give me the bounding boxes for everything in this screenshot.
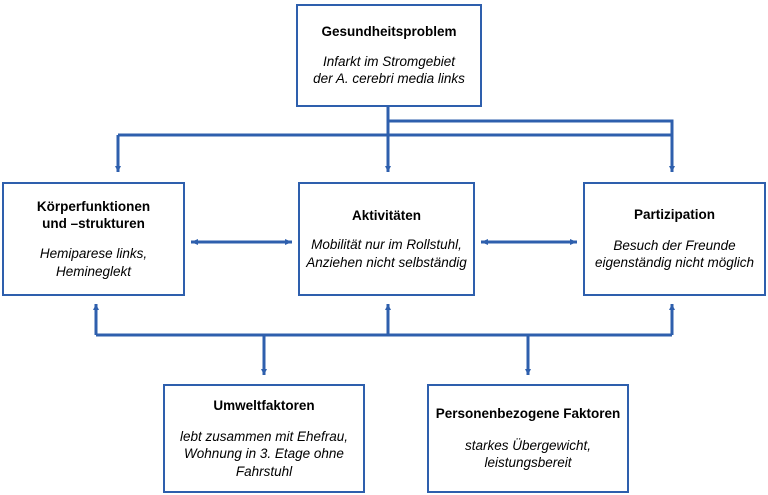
connector-upper-bus-right bbox=[388, 119, 675, 172]
box-body-functions[interactable]: Körperfunktionen und –strukturen Hemipar… bbox=[2, 182, 185, 296]
box-health-condition[interactable]: Gesundheitsproblem Infarkt im Stromgebie… bbox=[296, 4, 482, 107]
box-activities-detail: Mobilität nur im Rollstuhl, Anziehen nic… bbox=[306, 237, 467, 270]
box-participation[interactable]: Partizipation Besuch der Freunde eigenst… bbox=[583, 182, 766, 296]
box-activities[interactable]: Aktivitäten Mobilität nur im Rollstuhl, … bbox=[298, 182, 475, 296]
box-personal-factors-title: Personenbezogene Faktoren bbox=[435, 406, 621, 422]
box-health-condition-detail: Infarkt im Stromgebiet der A. cerebri me… bbox=[313, 53, 465, 87]
box-environmental-factors-title: Umweltfaktoren bbox=[213, 397, 315, 413]
box-body-functions-title: Körperfunktionen und –strukturen bbox=[36, 198, 151, 231]
box-environmental-factors[interactable]: Umweltfaktoren lebt zusammen mit Ehefrau… bbox=[163, 384, 365, 493]
box-environmental-factors-detail: lebt zusammen mit Ehefrau, Wohnung in 3.… bbox=[179, 428, 349, 479]
box-personal-factors-detail: starkes Übergewicht, leistungsbereit bbox=[464, 437, 592, 471]
box-participation-detail: Besuch der Freunde eigenständig nicht mö… bbox=[594, 237, 755, 271]
box-health-condition-title: Gesundheitsproblem bbox=[321, 24, 457, 40]
box-activities-title: Aktivitäten bbox=[351, 207, 422, 223]
box-participation-title: Partizipation bbox=[633, 207, 715, 223]
box-personal-factors[interactable]: Personenbezogene Faktoren starkes Überge… bbox=[427, 384, 629, 493]
box-body-functions-detail: Hemiparese links, Hemineglekt bbox=[39, 246, 148, 279]
